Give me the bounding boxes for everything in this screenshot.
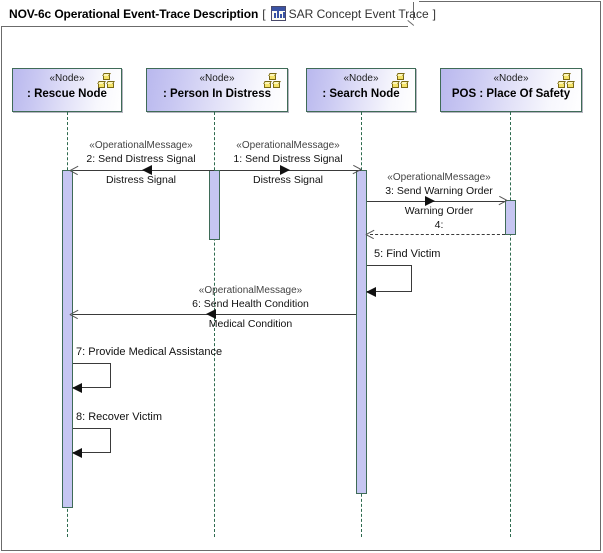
node-icon (391, 75, 409, 89)
message-4-endpoint-arrow (365, 229, 375, 240)
message-6-stereotype: «OperationalMessage» (198, 285, 303, 296)
message-4-label: 4: (434, 219, 444, 231)
message-6-arrowhead (206, 309, 216, 319)
lifeline-place-of-safety (510, 112, 511, 537)
lifeline-stereotype: «Node» (199, 73, 235, 84)
message-3-arrowhead (425, 196, 435, 206)
node-icon (97, 75, 115, 89)
message-4-line[interactable] (370, 234, 505, 235)
message-6-endpoint-arrow (69, 309, 79, 320)
message-3-line[interactable] (367, 201, 505, 202)
message-8-self-loop[interactable] (73, 428, 111, 453)
lifeline-head-rescue-node[interactable]: «Node» : Rescue Node (12, 68, 122, 112)
message-3-signal: Warning Order (404, 205, 474, 217)
diagram-title: NOV-6c Operational Event-Trace Descripti… (9, 6, 259, 21)
message-2-stereotype: «OperationalMessage» (89, 140, 193, 151)
message-7-label: 7: Provide Medical Assistance (76, 346, 223, 358)
message-5-label: 5: Find Victim (374, 248, 441, 260)
lifeline-name: : Search Node (322, 88, 400, 100)
message-1-arrowhead (280, 165, 290, 175)
message-2-label: 2: Send Distress Signal (86, 153, 196, 165)
message-6-label: 6: Send Health Condition (192, 298, 309, 310)
frame-tab-corner (407, 26, 408, 27)
message-2-arrowhead (142, 165, 152, 175)
message-8-arrowhead (72, 448, 82, 458)
activation-bar-search-node (356, 170, 367, 494)
lifeline-head-place-of-safety[interactable]: «Node» POS : Place Of Safety (440, 68, 582, 112)
message-3-label: 3: Send Warning Order (385, 185, 493, 197)
message-3-stereotype: «OperationalMessage» (387, 172, 491, 183)
lifeline-person-in-distress (214, 112, 215, 537)
activation-bar-rescue-node (62, 170, 73, 508)
diagram-icon (270, 6, 286, 21)
lifeline-stereotype: «Node» (493, 73, 529, 84)
message-2-signal: Distress Signal (105, 174, 177, 186)
lifeline-head-search-node[interactable]: «Node» : Search Node (306, 68, 416, 112)
message-1-label: 1: Send Distress Signal (233, 153, 343, 165)
frame-tab-content: NOV-6c Operational Event-Trace Descripti… (1, 1, 436, 26)
message-1-signal: Distress Signal (252, 174, 324, 186)
node-icon (557, 75, 575, 89)
activation-bar-person-in-distress (209, 170, 220, 240)
message-7-arrowhead (72, 383, 82, 393)
lifeline-head-person-in-distress[interactable]: «Node» : Person In Distress (146, 68, 288, 112)
lifeline-name: : Person In Distress (162, 88, 271, 100)
message-6-signal: Medical Condition (208, 318, 293, 330)
bracket-open: [ (262, 6, 266, 21)
activation-bar-place-of-safety (505, 200, 516, 235)
bracket-close: ] (432, 6, 436, 21)
message-1-stereotype: «OperationalMessage» (236, 140, 340, 151)
lifeline-name: : Rescue Node (27, 88, 107, 100)
lifeline-name: POS : Place Of Safety (451, 88, 571, 100)
message-5-arrowhead (366, 287, 376, 297)
frame-tab-bottom-edge (1, 26, 408, 27)
node-icon (263, 75, 281, 89)
message-8-label: 8: Recover Victim (76, 411, 162, 423)
diagram-subtitle: SAR Concept Event Trace (288, 6, 429, 21)
frame-tab-right-edge (413, 2, 414, 20)
message-7-self-loop[interactable] (73, 363, 111, 388)
lifeline-stereotype: «Node» (49, 73, 85, 84)
message-5-self-loop[interactable] (367, 265, 412, 292)
message-1-line[interactable] (220, 170, 361, 171)
lifeline-stereotype: «Node» (343, 73, 379, 84)
